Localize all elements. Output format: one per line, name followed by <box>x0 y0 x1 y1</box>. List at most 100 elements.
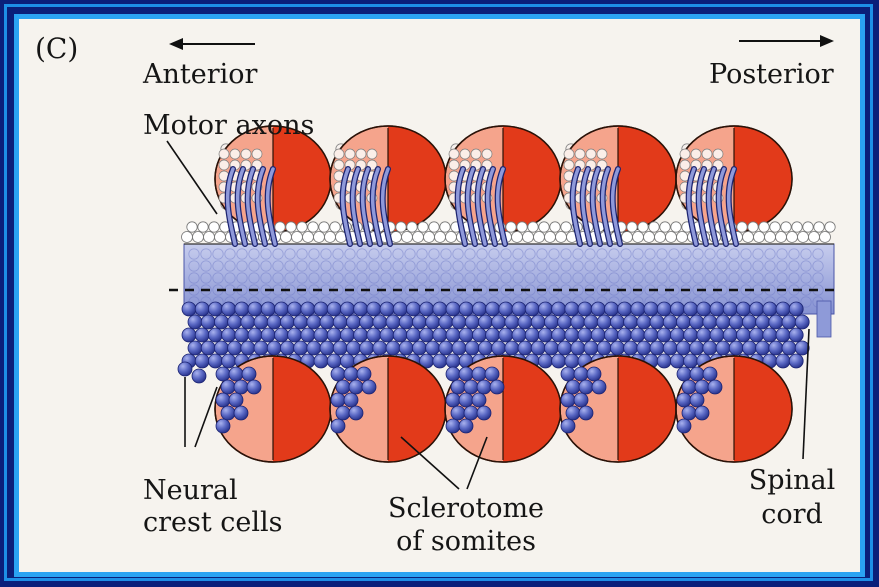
crest-cell <box>367 302 381 316</box>
crest-cell <box>769 315 783 329</box>
mesenchyme-cell <box>680 149 690 159</box>
neural-crest-label-line1: Neural <box>143 475 238 506</box>
band-cell <box>297 222 307 232</box>
crest-cell <box>657 354 671 368</box>
band-cell <box>633 232 644 243</box>
mesenchyme-cell <box>449 160 459 170</box>
crest-cell <box>472 302 486 316</box>
band-cell <box>193 232 204 243</box>
crest-cell <box>354 328 368 342</box>
crest-cell <box>789 328 803 342</box>
crest-cell <box>406 302 420 316</box>
crest-cell <box>676 341 690 355</box>
crest-cell <box>420 302 434 316</box>
crest-cell <box>247 380 261 394</box>
mesenchyme-cell <box>702 149 712 159</box>
crest-cell <box>690 367 704 381</box>
crest-cell <box>420 328 434 342</box>
crest-cell <box>229 367 243 381</box>
crest-cell <box>697 302 711 316</box>
band-cell <box>413 232 424 243</box>
crest-cell <box>222 302 236 316</box>
crest-cell <box>518 315 532 329</box>
crest-cell <box>340 354 354 368</box>
band-cell <box>209 222 219 232</box>
crest-cell <box>644 328 658 342</box>
sclerotome-label-line1: Sclerotome <box>381 493 551 524</box>
crest-cell <box>682 380 696 394</box>
crest-cell <box>750 302 764 316</box>
mesenchyme-cell <box>680 160 690 170</box>
crest-cell <box>684 328 698 342</box>
crest-cell <box>512 328 526 342</box>
crest-cell <box>188 315 202 329</box>
crest-cell <box>354 302 368 316</box>
crest-cell <box>492 315 506 329</box>
band-cell <box>649 222 659 232</box>
crest-cell <box>307 341 321 355</box>
crest-cell <box>544 315 558 329</box>
neural-crest-leader-2 <box>195 387 217 447</box>
somite-dark-half <box>618 354 679 464</box>
crest-cell <box>631 302 645 316</box>
crest-cell <box>464 380 478 394</box>
crest-cell <box>492 341 506 355</box>
band-cell <box>644 232 655 243</box>
crest-cell <box>451 406 465 420</box>
band-cell <box>743 232 754 243</box>
crest-cell <box>254 341 268 355</box>
crest-cell <box>637 315 651 329</box>
mesenchyme-cell <box>586 149 596 159</box>
crest-cell <box>558 341 572 355</box>
crest-cell <box>591 302 605 316</box>
crest-cell <box>578 302 592 316</box>
band-cell <box>440 222 450 232</box>
band-cell <box>319 222 329 232</box>
crest-cell <box>333 315 347 329</box>
crest-cell <box>336 380 350 394</box>
crest-cell <box>242 367 256 381</box>
crest-cell <box>234 406 248 420</box>
crest-cell <box>380 302 394 316</box>
band-cell <box>770 222 780 232</box>
crest-cell <box>235 302 249 316</box>
band-cell <box>314 232 325 243</box>
band-cell <box>424 232 435 243</box>
crest-cell <box>670 354 684 368</box>
crest-cell <box>386 341 400 355</box>
crest-cell <box>182 302 196 316</box>
crest-cell <box>703 341 717 355</box>
band-cell <box>308 222 318 232</box>
crest-cell <box>505 341 519 355</box>
crest-cell <box>459 393 473 407</box>
crest-cell <box>221 380 235 394</box>
crest-cell <box>477 406 491 420</box>
band-cell <box>528 222 538 232</box>
band-cell <box>523 232 534 243</box>
crest-cell <box>544 341 558 355</box>
crest-cell <box>769 341 783 355</box>
crest-cell <box>618 328 632 342</box>
mesenchyme-cell <box>471 149 481 159</box>
band-cell <box>286 222 296 232</box>
crest-cell <box>195 302 209 316</box>
crest-cell <box>288 302 302 316</box>
crest-cell <box>182 328 196 342</box>
crest-cell <box>439 341 453 355</box>
mesenchyme-cell <box>334 149 344 159</box>
crest-cell <box>214 315 228 329</box>
crest-cell <box>208 354 222 368</box>
crest-cell <box>314 354 328 368</box>
crest-cell <box>314 328 328 342</box>
crest-cell <box>336 406 350 420</box>
band-cell <box>281 232 292 243</box>
crest-cell <box>331 393 345 407</box>
crest-cell <box>499 302 513 316</box>
crest-cell <box>631 328 645 342</box>
band-cell <box>792 222 802 232</box>
crest-cell <box>677 393 691 407</box>
crest-cell <box>301 328 315 342</box>
band-cell <box>418 222 428 232</box>
band-cell <box>561 222 571 232</box>
band-cell <box>638 222 648 232</box>
